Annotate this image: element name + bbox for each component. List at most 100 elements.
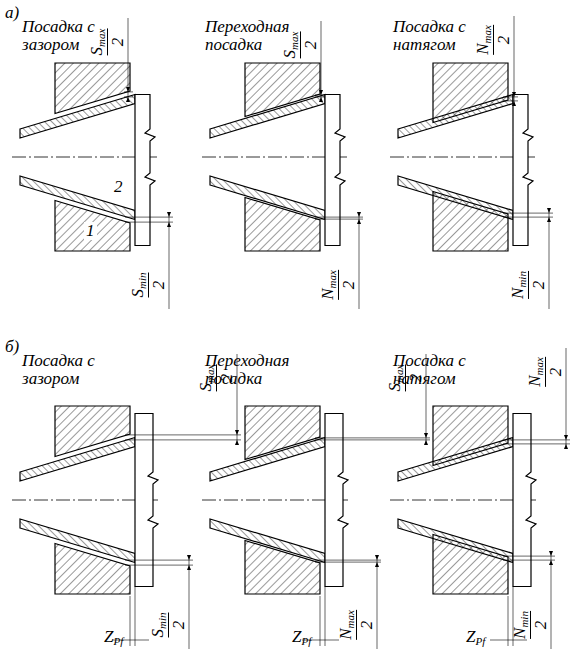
taper-plug-wall — [398, 95, 513, 139]
denominator-number: 2 — [339, 281, 358, 290]
fraction-numerator: Nmax — [526, 357, 545, 387]
extension-line — [135, 587, 136, 647]
taper-fit-panel — [390, 16, 553, 309]
taper-plug-wall — [20, 95, 135, 139]
dimension-line — [169, 215, 170, 309]
fraction-denominator: 2 — [405, 365, 424, 392]
dimension-fraction: Smin2 — [129, 273, 167, 298]
dimension-arrow — [564, 435, 568, 440]
dimension-arrow — [512, 92, 516, 97]
dimension-arrow — [187, 555, 191, 560]
fraction-denominator: 2 — [168, 613, 187, 638]
fit-symbol: min — [136, 273, 148, 290]
dimension-arrow — [235, 430, 239, 435]
extension-line — [503, 100, 518, 101]
dimension-line — [514, 16, 515, 103]
dimension-fraction: Nmax2 — [337, 610, 375, 640]
plug-end — [135, 95, 155, 246]
fraction-numerator: Nmin — [509, 271, 528, 299]
dimension-arrow — [375, 555, 379, 560]
label-text: 1 — [86, 221, 95, 240]
dimension-fraction: Smax2 — [197, 365, 235, 392]
fit-symbol: max — [533, 357, 545, 375]
fit-symbol: N — [510, 628, 529, 639]
extension-line — [315, 219, 363, 220]
dimension-arrow — [357, 219, 361, 224]
denominator-number: 2 — [546, 368, 565, 377]
denominator-number: 2 — [108, 38, 127, 47]
dimension-fraction: Nmax2 — [319, 270, 357, 300]
dimension-line — [490, 640, 527, 641]
dimension-arrow — [424, 440, 428, 445]
fraction-denominator: 2 — [528, 271, 547, 299]
dimension-fraction: Nmax2 — [526, 357, 564, 387]
offset-dimension: ZPf — [104, 628, 123, 648]
extension-line — [503, 443, 570, 444]
dimension-arrow — [126, 97, 130, 102]
dimension-line — [321, 21, 322, 99]
dimension-arrow — [547, 208, 551, 213]
fit-title-text: Переходная посадка — [205, 17, 289, 54]
dimension-arrow — [187, 565, 191, 570]
callout-number: 2 — [112, 178, 125, 196]
fraction-numerator: Nmax — [337, 610, 356, 640]
extension-line — [325, 587, 326, 647]
fit-symbol: N — [336, 628, 355, 639]
extension-line — [503, 217, 553, 218]
fit-title-text: Посадка с зазором — [22, 351, 95, 388]
extension-line — [503, 556, 555, 557]
fit-symbol: max — [326, 270, 338, 288]
row-letter: а) — [5, 4, 19, 22]
taper-plug-wall — [20, 176, 135, 220]
fraction-numerator: Nmax — [474, 25, 493, 55]
dimension-fraction: Smin2 — [149, 613, 187, 638]
dimension-arrow — [424, 433, 428, 438]
plug-end — [325, 95, 345, 246]
fit-title: Переходная посадка — [205, 352, 305, 388]
dimension-arrow — [375, 562, 379, 567]
taper-plug-wall — [210, 95, 325, 139]
denominator-number: 2 — [494, 36, 513, 45]
dimension-fraction: Nmin2 — [511, 611, 549, 639]
offset-dimension: ZPf — [292, 628, 311, 648]
fraction-denominator: 2 — [545, 357, 564, 387]
fit-symbol: max — [288, 32, 300, 50]
fraction-numerator: Smax — [197, 365, 216, 392]
extension-line — [125, 222, 173, 223]
denominator-number: 2 — [357, 621, 376, 630]
dimension-arrow — [319, 97, 323, 102]
fit-symbol: S — [87, 47, 106, 56]
extension-line — [124, 96, 133, 97]
fraction-numerator: Smax — [88, 29, 107, 56]
fraction-numerator: Smin — [129, 273, 148, 298]
dimension-line — [189, 558, 190, 649]
fit-symbol: max — [393, 365, 405, 383]
fit-symbol: S — [280, 50, 299, 59]
fit-symbol: S — [148, 629, 167, 638]
fit-symbol: N — [473, 43, 492, 54]
extension-line — [315, 94, 325, 95]
offset-symbol: Z — [104, 627, 113, 646]
dimension-fraction: Smax2 — [386, 365, 424, 392]
taper-fit-panel — [202, 21, 363, 309]
label-text: б) — [5, 337, 19, 356]
fit-title: Посадка с натягом — [393, 18, 481, 54]
row-letter: б) — [5, 338, 19, 356]
dimension-arrow — [235, 440, 239, 445]
extension-line — [315, 96, 325, 97]
fit-symbol: max — [204, 365, 216, 383]
extension-line — [315, 560, 381, 561]
offset-symbol: Pf — [113, 635, 123, 647]
extension-line — [125, 565, 193, 566]
denominator-number: 2 — [217, 374, 236, 383]
callout-number: 1 — [84, 222, 97, 240]
fraction-denominator: 2 — [300, 32, 319, 59]
dimension-arrow — [549, 560, 553, 565]
dimension-arrow — [512, 101, 516, 106]
dimension-arrow — [167, 212, 171, 217]
fraction-numerator: Smin — [149, 613, 168, 638]
dimension-arrow — [319, 90, 323, 95]
offset-symbol: Z — [292, 627, 301, 646]
extension-line — [320, 596, 321, 646]
dimension-fraction: Smax2 — [88, 29, 126, 56]
